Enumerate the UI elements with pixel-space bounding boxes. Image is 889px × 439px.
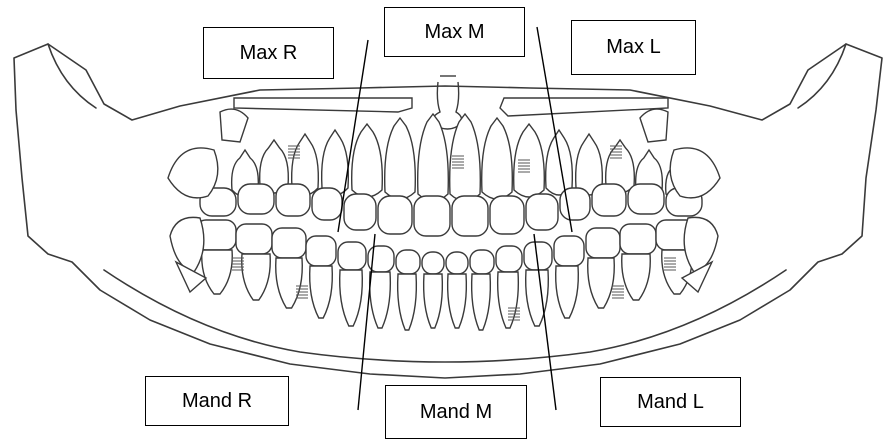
- lower-root: [448, 274, 467, 328]
- lower-crown: [396, 250, 420, 274]
- lower-crown: [470, 250, 494, 274]
- lower-crown: [272, 228, 306, 258]
- lower-crown: [338, 242, 366, 270]
- upper-tooth: [418, 114, 449, 201]
- upper-tooth: [546, 130, 573, 195]
- upper-crown: [312, 188, 342, 220]
- upper-crown: [560, 188, 590, 220]
- label-mand-l-text: Mand L: [637, 391, 704, 414]
- lower-crown: [554, 236, 584, 266]
- lower-root: [556, 266, 579, 318]
- upper-tooth: [482, 118, 513, 199]
- label-max-r: Max R: [203, 27, 334, 79]
- lower-root: [622, 254, 651, 300]
- label-max-m-text: Max M: [425, 21, 485, 44]
- lower-root: [472, 274, 491, 330]
- lower-root: [276, 258, 303, 308]
- upper-left-molar-bud: [670, 148, 720, 198]
- label-max-l: Max L: [571, 20, 696, 75]
- label-max-m: Max M: [384, 7, 525, 57]
- upper-crown: [378, 196, 412, 234]
- right-palatal-bar: [234, 98, 412, 112]
- lower-crown: [496, 246, 522, 272]
- lower-crown: [306, 236, 336, 266]
- lower-root: [242, 254, 271, 300]
- palatal-bars: [234, 98, 668, 116]
- upper-crown: [238, 184, 274, 214]
- upper-crown: [276, 184, 310, 216]
- upper-crown: [628, 184, 664, 214]
- lower-right-molar-bud: [170, 217, 204, 272]
- upper-crown: [592, 184, 626, 216]
- upper-tooth: [385, 118, 416, 199]
- label-mand-r-text: Mand R: [182, 390, 252, 413]
- lower-crown: [236, 224, 272, 254]
- lower-root: [588, 258, 615, 308]
- lower-root: [202, 250, 233, 294]
- upper-crown: [490, 196, 524, 234]
- lower-root: [424, 274, 443, 328]
- upper-crown: [526, 194, 558, 230]
- label-max-r-text: Max R: [240, 42, 298, 65]
- label-mand-r: Mand R: [145, 376, 289, 426]
- lower-crown: [446, 252, 468, 274]
- lower-root: [310, 266, 333, 318]
- upper-right-molar-bud: [168, 148, 218, 198]
- upper-crown: [414, 196, 450, 236]
- label-max-l-text: Max L: [606, 36, 660, 59]
- lower-root: [398, 274, 417, 330]
- upper-right-third-molar: [220, 109, 248, 142]
- lower-left-molar-bud: [684, 217, 718, 272]
- left-palatal-bar: [500, 98, 668, 116]
- label-mand-m: Mand M: [385, 385, 527, 439]
- label-mand-l: Mand L: [600, 377, 741, 427]
- lower-root: [340, 270, 363, 326]
- upper-tooth: [322, 130, 349, 195]
- lower-crown: [422, 252, 444, 274]
- lower-crown: [586, 228, 620, 258]
- upper-left-third-molar: [640, 109, 668, 142]
- label-mand-m-text: Mand M: [420, 401, 492, 424]
- upper-tooth: [352, 124, 383, 197]
- lower-crown: [620, 224, 656, 254]
- lower-root: [370, 272, 391, 328]
- upper-crown: [452, 196, 488, 236]
- upper-crown: [344, 194, 376, 230]
